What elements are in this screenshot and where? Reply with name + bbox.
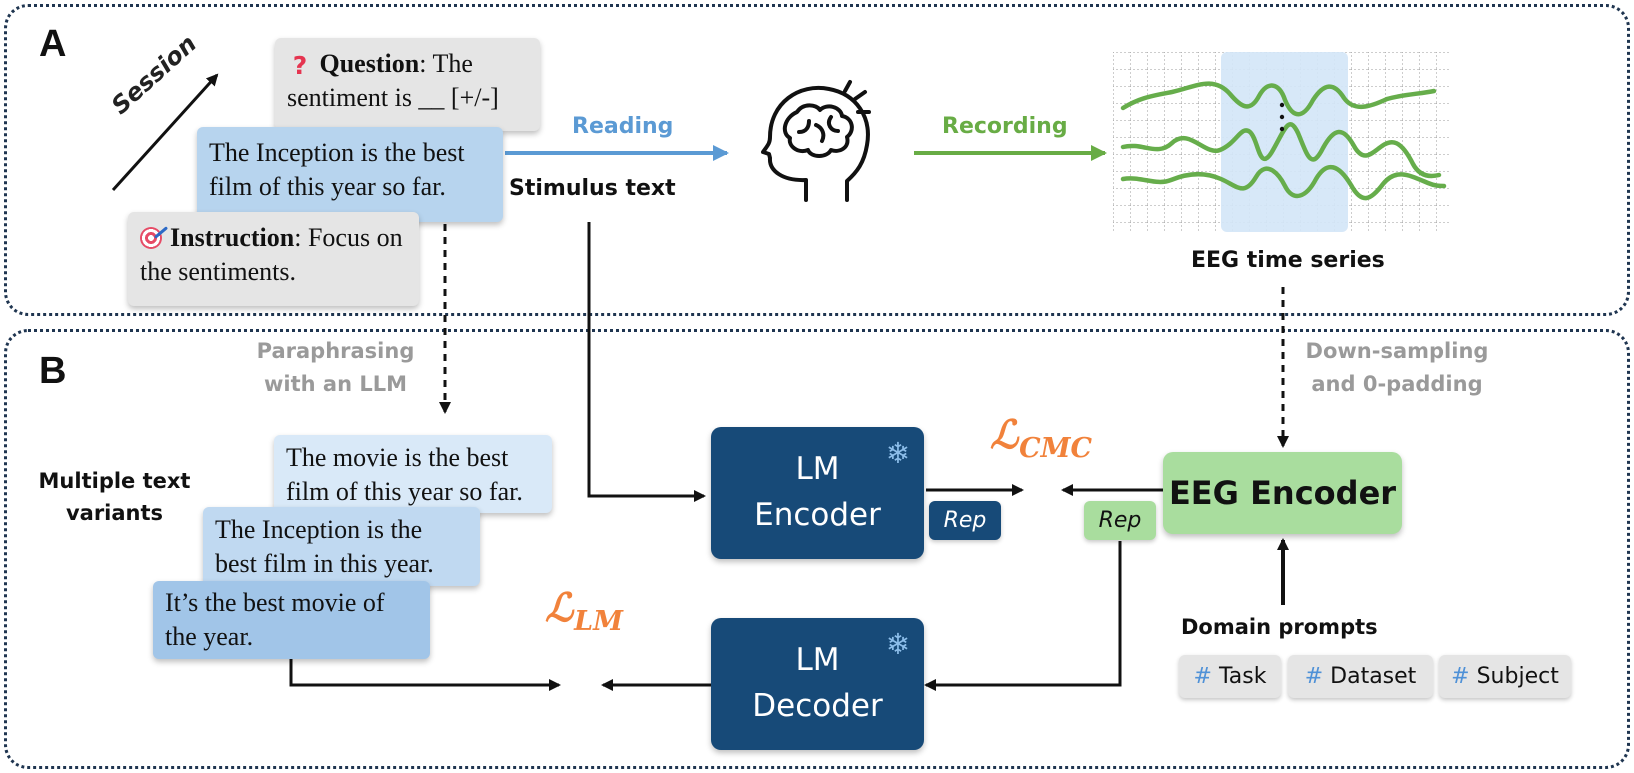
lm-encoder: LM Encoder ❄ <box>711 427 924 559</box>
panel-b <box>4 329 1630 769</box>
domain-tag-task: #Task <box>1179 655 1281 698</box>
text-variant-card: The Inception is the best film in this y… <box>203 507 480 586</box>
down-sampling-label: Down-sampling and 0-padding <box>1305 339 1489 396</box>
frozen-snowflake-icon: ❄ <box>885 436 910 470</box>
eeg-time-series-label: EEG time series <box>1191 248 1385 273</box>
question-label: Question <box>319 49 420 78</box>
domain-tag-dataset: #Dataset <box>1288 655 1433 698</box>
eeg-time-series-plot <box>1113 52 1449 232</box>
loss-subscript: CMC <box>1019 433 1092 464</box>
eeg-ellipsis-dot <box>1279 114 1285 120</box>
hash-icon: # <box>1451 664 1470 689</box>
lm-encoder-label: LM Encoder <box>754 451 881 533</box>
frozen-snowflake-icon: ❄ <box>885 627 910 661</box>
eeg-ellipsis-dot <box>1279 102 1285 108</box>
eeg-wave-middle <box>1120 122 1442 179</box>
domain-tag-label: Task <box>1218 664 1267 689</box>
question-text: : The sentiment is __ [+/-] <box>287 49 499 113</box>
multiple-text-variants-label: Multiple text variants <box>38 469 191 525</box>
domain-prompts-label: Domain prompts <box>1181 615 1378 639</box>
instruction-text: : Focus on the sentiments. <box>140 223 403 287</box>
hash-icon: # <box>1193 664 1212 689</box>
domain-tag-label: Subject <box>1476 664 1559 689</box>
recording-label: Recording <box>942 114 1068 139</box>
language-model-loss: ℒLM <box>545 585 623 637</box>
stimulus-card: The Inception is the best film of this y… <box>197 127 503 222</box>
eeg-ellipsis-dot <box>1279 126 1285 132</box>
eeg-wave-top <box>1120 81 1437 117</box>
cross-modal-contrastive-loss: ℒCMC <box>990 412 1092 464</box>
text-variant-card: The movie is the best film of this year … <box>274 435 552 513</box>
instruction-card: Instruction: Focus on the sentiments. <box>128 212 419 306</box>
panel-label-b: B <box>39 350 67 392</box>
reading-label: Reading <box>572 114 674 139</box>
lm-representation-badge: Rep <box>929 501 1001 540</box>
panel-a <box>4 4 1630 316</box>
stimulus-text-label: Stimulus text <box>509 176 676 201</box>
question-mark-icon: ? <box>292 51 308 80</box>
question-card: ? Question: The sentiment is __ [+/-] <box>275 38 540 131</box>
loss-subscript: LM <box>574 606 623 637</box>
hash-icon: # <box>1304 664 1324 689</box>
panel-label-a: A <box>39 23 67 65</box>
eeg-wave-bottom <box>1120 165 1447 201</box>
paraphrasing-label: Paraphrasing with an LLM <box>256 339 415 396</box>
text-variant-card: It’s the best movie of the year. <box>153 581 430 659</box>
loss-symbol: ℒ <box>990 412 1019 458</box>
eeg-encoder: EEG Encoder <box>1163 452 1402 534</box>
target-icon <box>140 227 162 249</box>
instruction-label: Instruction <box>170 223 295 252</box>
eeg-encoder-label: EEG Encoder <box>1168 474 1397 512</box>
loss-symbol: ℒ <box>545 585 574 631</box>
domain-tag-label: Dataset <box>1330 664 1417 689</box>
lm-decoder: LM Decoder ❄ <box>711 618 924 750</box>
eeg-representation-badge: Rep <box>1084 501 1156 540</box>
lm-decoder-label: LM Decoder <box>752 642 883 724</box>
domain-tag-subject: #Subject <box>1439 655 1571 698</box>
